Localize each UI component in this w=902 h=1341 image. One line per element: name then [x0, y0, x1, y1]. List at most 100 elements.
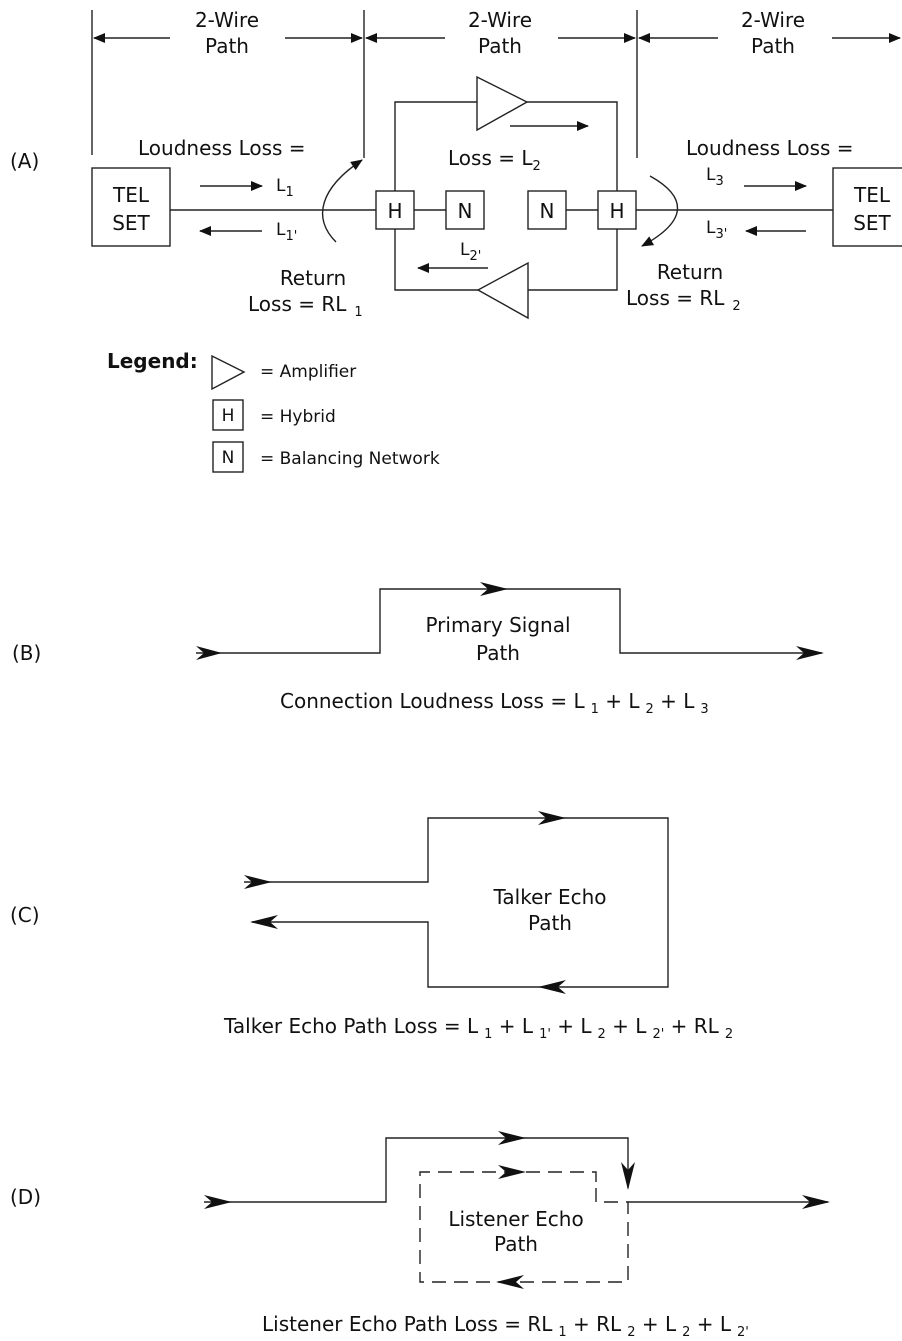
talker-path-line1: Talker Echo: [492, 885, 606, 909]
hybrid-right-symbol: H: [609, 199, 624, 223]
primary-path-line2: Path: [476, 641, 520, 665]
network-left-symbol: N: [458, 199, 473, 223]
hybrid-left-box: [375, 190, 415, 230]
formula-subscript: 3: [700, 702, 708, 717]
hybrid-right-box: [597, 190, 637, 230]
diagram-c-label: (C): [10, 903, 40, 927]
legend: Legend: = Amplifier H = Hybrid N = Balan…: [107, 349, 440, 473]
listener-path-arrowhead-down: [621, 1162, 635, 1190]
legend-network-symbol: N: [222, 448, 235, 468]
wire-path-1-line1: 2-Wire: [195, 8, 259, 32]
legend-hybrid-box: [212, 399, 244, 431]
loss-l2-label: Loss = L2: [448, 146, 541, 174]
formula-text: + L: [492, 1014, 533, 1038]
formula-subscript: 1: [591, 702, 599, 717]
wire-path-2-line2: Path: [478, 34, 522, 58]
listener-path-line1: Listener Echo: [448, 1207, 583, 1231]
wire-path-2: 2-Wire Path: [365, 8, 636, 58]
talker-path-arrowhead-out: [250, 915, 278, 929]
talker-path-arrowhead-bottom: [538, 980, 566, 994]
diagram-b-label: (B): [12, 641, 41, 665]
legend-hybrid-symbol: H: [222, 406, 235, 426]
tel-set-left-line2: SET: [112, 211, 150, 235]
formula-text: + L: [635, 1312, 676, 1336]
formula-text: Listener Echo Path Loss = RL: [262, 1312, 553, 1336]
wire-path-3-line2: Path: [751, 34, 795, 58]
network-right-box: [527, 190, 567, 230]
wire-path-2-line1: 2-Wire: [468, 8, 532, 32]
formula-text: Connection Loudness Loss = L: [280, 689, 585, 713]
formula-subscript: 1: [558, 1325, 566, 1340]
formula-text: + L: [654, 689, 695, 713]
legend-amplifier-label: = Amplifier: [260, 362, 356, 382]
diagram-a: (A) 2-Wire Path 2-Wire Path 2-Wire Path …: [10, 8, 902, 320]
listener-path-arrowhead-in: [204, 1195, 232, 1209]
tel-set-left-line1: TEL: [112, 183, 150, 207]
formula-subscript: 2': [652, 1027, 664, 1042]
upper-path-right: [527, 101, 618, 191]
diagram-d-label: (D): [10, 1185, 41, 1209]
loudness-loss-left: Loudness Loss =: [138, 136, 306, 160]
formula-subscript: 2: [627, 1325, 635, 1340]
legend-amplifier-icon: [211, 354, 246, 391]
listener-echo-arrowhead-bottom: [496, 1275, 524, 1289]
formula-text: + RL: [567, 1312, 622, 1336]
listener-echo-arrowhead-top: [498, 1165, 526, 1179]
primary-path-arrowhead-mid: [480, 582, 508, 596]
amplifier-upper-icon: [476, 75, 529, 132]
primary-path-arrowhead-in: [196, 646, 222, 660]
diagram-c: (C) Talker Echo Path Talker Echo Path Lo…: [10, 811, 733, 1042]
listener-path-arrowhead-out: [802, 1195, 830, 1209]
talker-path-arrowhead-top: [538, 811, 566, 825]
legend-title: Legend:: [107, 349, 198, 373]
primary-path-arrowhead-out: [796, 646, 824, 660]
upper-path-left: [394, 101, 477, 191]
return-right-line1: Return: [657, 260, 723, 284]
diagram-d: (D) Listener Echo Path Listener Echo Pat…: [10, 1131, 830, 1340]
formula-text: + L: [606, 1014, 647, 1038]
listener-echo-dashed-loop: [419, 1171, 629, 1283]
legend-hybrid-label: = Hybrid: [260, 407, 336, 427]
diagram-a-label: (A): [10, 149, 39, 173]
l1p-label: L1': [276, 220, 297, 244]
formula-subscript: 2: [725, 1027, 733, 1042]
listener-path-line2: Path: [494, 1232, 538, 1256]
formula-text: Talker Echo Path Loss = L: [223, 1014, 479, 1038]
network-left-box: [445, 190, 485, 230]
diagram-b: (B) Primary Signal Path Connection Loudn…: [12, 582, 824, 717]
l2p-label: L2': [460, 240, 481, 264]
formula-subscript: 2: [646, 702, 654, 717]
talker-echo-path-line: [244, 817, 669, 988]
listener-primary-path-line: [204, 1137, 629, 1203]
formula-subscript: 2: [598, 1027, 606, 1042]
formula-subscript: 1': [539, 1027, 551, 1042]
return-loss-right-arrow: [641, 175, 679, 247]
wire-path-1: 2-Wire Path: [93, 8, 363, 58]
tel-set-right-line2: SET: [853, 211, 891, 235]
return-loss-left-arrow: [321, 159, 363, 243]
formula-subscript: 1: [484, 1027, 492, 1042]
legend-network-label: = Balancing Network: [260, 449, 440, 469]
wire-path-3: 2-Wire Path: [638, 8, 901, 58]
formula-text: + L: [599, 689, 640, 713]
tel-set-right-line1: TEL: [853, 183, 891, 207]
listener-path-arrowhead-top: [498, 1131, 526, 1145]
tel-set-left-box: [91, 167, 171, 247]
formula-subscript: 2: [682, 1325, 690, 1340]
formula-text: + RL: [664, 1014, 719, 1038]
primary-path-line1: Primary Signal: [425, 613, 570, 637]
loudness-loss-right: Loudness Loss =: [686, 136, 854, 160]
talker-path-arrowhead-in: [244, 875, 272, 889]
l3p-label: L3': [706, 218, 727, 242]
return-left-line1: Return: [280, 266, 346, 290]
l3-label: L3: [706, 165, 724, 189]
tel-set-right-box: [832, 167, 902, 247]
network-right-symbol: N: [540, 199, 555, 223]
wire-path-1-line2: Path: [205, 34, 249, 58]
